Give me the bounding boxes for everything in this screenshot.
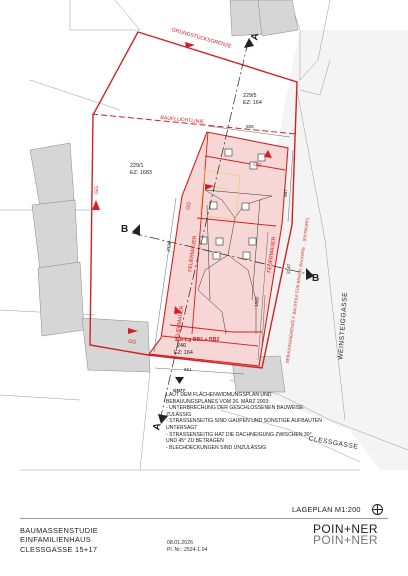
label-parcel-2-id: 229/1	[130, 163, 144, 169]
note-line: UND 45° ZU BETRAGEN	[166, 438, 224, 445]
street-weinsteiggasse: WEINSTEIGGASSE	[337, 292, 349, 360]
plan-date: 08.01.2026	[167, 540, 193, 546]
label-gg-1: GG	[94, 186, 101, 194]
label-gg-4: GG	[253, 162, 262, 169]
office-logo: POIN+NER POIN+NER	[313, 522, 378, 547]
label-parcel-3-ez: EZ: 164	[174, 350, 193, 356]
dimension-lines	[153, 125, 294, 375]
note-line: UNTERSAGT	[166, 424, 198, 431]
cadastre-lines	[0, 0, 408, 471]
label-baufluchtlinie: BAUFLUCHTLINIE	[160, 115, 205, 126]
note-line: - STRASSENSEITIG SIND GAUPEN UND SONSTIG…	[166, 418, 322, 425]
label-parcel-2-ez: EZ: 1683	[130, 170, 152, 176]
label-dim-608: 608	[246, 124, 254, 129]
label-parcel-1-ez: EZ: 164	[243, 100, 262, 106]
title-line-1: BAUMASSENSTUDIE	[20, 526, 99, 535]
label-gg-2: GG	[185, 201, 192, 210]
gg-arrows	[92, 42, 272, 334]
label-feuermauer-2: FEUERMAUER	[174, 305, 185, 342]
project-title: BAUMASSENSTUDIE EINFAMILIENHAUS CLESSGAS…	[20, 526, 98, 554]
plan-meta: 08.01.2026 Pl. Nr.: 2524-1.04	[167, 540, 207, 554]
note-line: ZULÄSSIG	[166, 411, 192, 418]
zoning-notes: LAUT DEM FLÄCHENWIDMUNGSPLAN UND BEBAUUN…	[166, 392, 356, 451]
logo-line-2: POIN+NER	[313, 532, 378, 547]
building-footprint	[147, 131, 289, 367]
logo-line-1: POIN+NER	[313, 522, 378, 536]
label-parcel-1-id: 229/5	[243, 93, 257, 99]
note-line: LAUT DEM FLÄCHENWIDMUNGSPLAN UND	[166, 392, 272, 398]
yellow-sketch	[199, 169, 241, 221]
title-line-3: CLESSGASSE 15+17	[20, 544, 98, 554]
label-feuermauer-1: FEUERMAUER	[187, 235, 198, 272]
benchmark-icon	[175, 377, 184, 384]
scale-label: LAGEPLAN M1:200	[292, 505, 361, 514]
section-markers	[132, 38, 314, 424]
north-crosshair-icon	[372, 504, 383, 515]
label-zoning: Gb-Lg BB1 + BB2	[176, 337, 219, 343]
label-gg-3: GG	[128, 339, 137, 346]
label-dim-2247: 2247	[286, 263, 292, 274]
section-b-left: B	[121, 224, 128, 235]
section-a-bottom: A	[151, 422, 163, 431]
note-line: - BLECHDECKUNGEN SIND UNZULÄSSIG	[166, 444, 267, 451]
footer-divider	[20, 518, 388, 519]
plot-boundary	[89, 31, 298, 369]
title-line-2: EINFAMILIENHAUS	[20, 535, 92, 545]
windows	[199, 148, 266, 260]
note-line: - STRASSENSEITIG HAT DIE DACHNEIGUNG ZWI…	[166, 431, 312, 438]
baufluchtlinie-line	[91, 113, 297, 135]
section-b-right: B	[312, 273, 319, 284]
label-benchmark: GN77	[173, 388, 185, 393]
section-lines	[131, 41, 313, 421]
label-dim-661: 661	[184, 367, 192, 372]
building-divisions	[161, 131, 286, 347]
note-line: BEBAUUNGSPLANES VOM 26. MÄRZ 2003:	[166, 398, 270, 405]
label-dim-2328: 2328	[166, 241, 172, 252]
label-parcel-3-id: 246	[177, 343, 186, 349]
section-a-top: A	[249, 32, 261, 41]
label-feuermauer-3: FEUERMAUER	[267, 236, 278, 273]
label-grundstuecksgrenze: GRUNDSTÜCKSGRENZE	[171, 26, 233, 50]
note-line: - UNTERBRECHUNG DER GESCHLOSSENEN BAUWEI…	[166, 405, 304, 412]
plan-number: Pl. Nr.: 2524-1.04	[167, 547, 208, 553]
label-dim-1580: 1580	[254, 296, 260, 307]
label-dim-567: 567	[283, 189, 289, 197]
